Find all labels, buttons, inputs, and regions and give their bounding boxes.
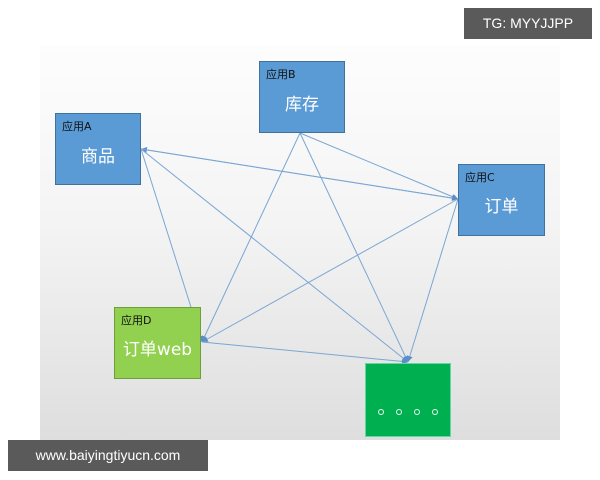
app-b-title: 库存 — [285, 95, 319, 115]
app-a-title: 商品 — [81, 147, 115, 167]
app-a-box: 应用A 商品 — [55, 113, 141, 185]
app-d-title: 订单web — [122, 340, 193, 360]
app-b-label: 应用B — [266, 68, 296, 81]
app-c-title: 订单 — [484, 197, 519, 217]
ellipsis-dots — [366, 400, 450, 419]
watermark-bottom: www.baiyingtiyucn.com — [8, 440, 208, 471]
more-apps-box — [365, 363, 451, 437]
app-d-box: 应用D 订单web — [114, 307, 201, 379]
dot-icon — [432, 409, 438, 415]
app-c-label: 应用C — [465, 171, 495, 184]
dot-icon — [396, 409, 402, 415]
app-d-label: 应用D — [121, 314, 152, 327]
dot-icon — [414, 409, 420, 415]
watermark-top: TG: MYYJJPP — [464, 8, 592, 39]
app-a-label: 应用A — [62, 120, 92, 133]
app-c-box: 应用C 订单 — [458, 164, 545, 236]
dot-icon — [378, 409, 384, 415]
app-b-box: 应用B 库存 — [259, 61, 345, 133]
